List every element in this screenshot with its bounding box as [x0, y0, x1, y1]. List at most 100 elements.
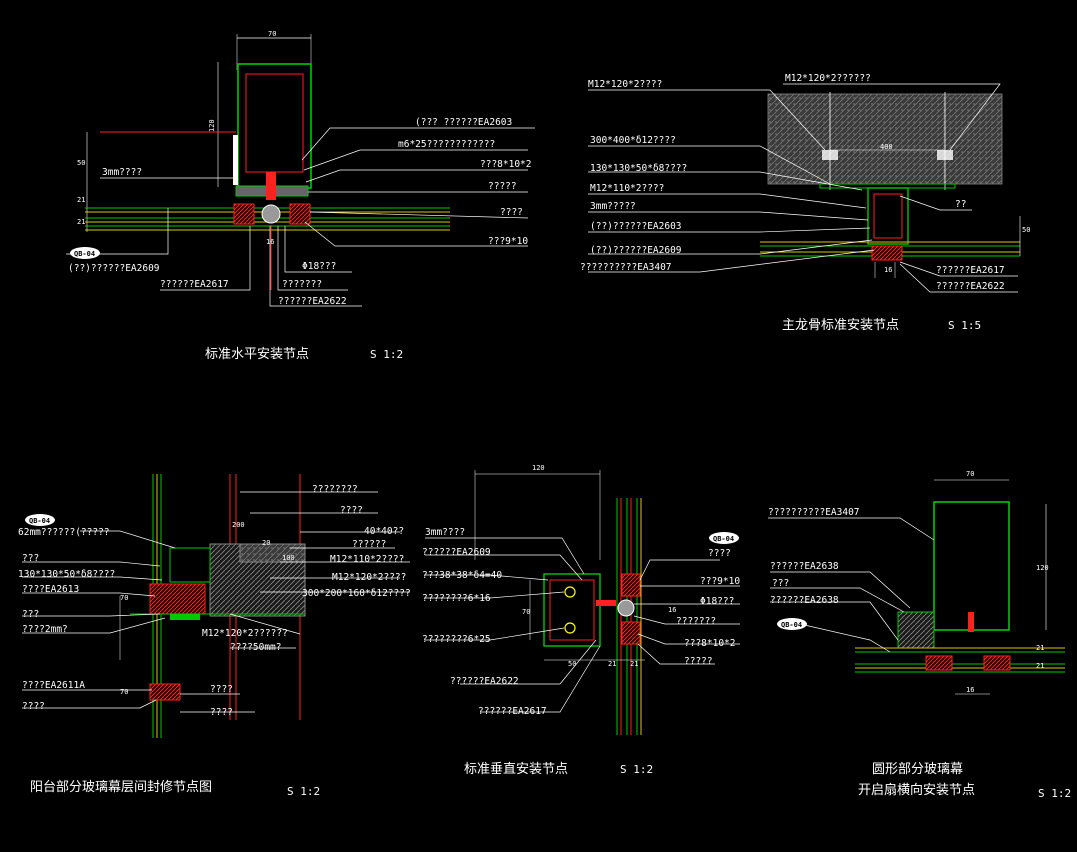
tag-text-3: QB-04 [29, 517, 50, 525]
label-2: m6*25???????????? [398, 139, 495, 150]
tag-ellipse [70, 247, 100, 259]
label-2-2: M12*120*2?????? [785, 73, 871, 84]
dim-16-v: 16 [668, 606, 676, 614]
dim-50-b: 50 [1022, 226, 1030, 234]
label-4-3: ???38*38*δ4=40 [422, 570, 502, 581]
dim-200: 200 [232, 521, 245, 529]
title-5b: 开启扇横向安装节点 [858, 782, 975, 798]
title-4: 标准垂直安装节点 [464, 762, 568, 777]
label-4-4: ????????6*16 [422, 593, 491, 604]
label-3-9: ???????? [312, 484, 358, 495]
label-3-7: ????EA2611A [22, 680, 85, 691]
label-5-1: ??????????EA3407 [768, 507, 860, 518]
tag-text: QB-04 [74, 250, 95, 258]
label-3-15: 300*200*160*δ12???? [302, 588, 411, 599]
dim-50: 50 [77, 159, 85, 167]
scale-4: S 1:2 [620, 763, 653, 776]
label-2-12: ??????EA2622 [936, 281, 1005, 292]
label-3-17: ????50mm? [230, 642, 281, 653]
label-3-19: ???? [210, 707, 233, 718]
label-2-7: (??)??????EA2603 [590, 221, 682, 232]
label-2-6: 3mm????? [590, 201, 636, 212]
label-2-9: ??????????EA3407 [580, 262, 672, 273]
label-2-4: 130*130*50*δ8???? [590, 163, 687, 174]
label-4-11: ??????? [676, 616, 716, 627]
label-4-6: ??????EA2622 [450, 676, 519, 687]
dim-70-c: 70 [966, 470, 974, 478]
dim-50-v: 50 [568, 660, 576, 668]
label-4-7: ??????EA2617 [478, 706, 547, 717]
label-5-4: ??????EA2638 [770, 595, 839, 606]
dim-21b-c: 21 [1036, 662, 1044, 670]
label-5-3: ??? [772, 578, 789, 589]
label-3-10: ???? [340, 505, 363, 516]
label-3-18: ???? [210, 684, 233, 695]
label-3-2: ??? [22, 553, 39, 564]
label-4-8: ???? [708, 548, 731, 559]
dim-21a: 21 [77, 196, 85, 204]
detail-balcony: 70 70 200 20 100 QB-04 62mm? [18, 474, 411, 798]
label-3-14: M12*120*2???? [332, 572, 406, 583]
label-1: (??? ??????EA2603 [415, 117, 512, 128]
label-7: (??)??????EA2609 [68, 263, 160, 274]
label-4-9: ???9*10 [700, 576, 740, 587]
label-3-8: ???? [22, 701, 45, 712]
dim-side: 120 [208, 119, 216, 132]
dim-top: 70 [268, 30, 276, 38]
dim-70-a: 70 [120, 594, 128, 602]
dim-120-c: 120 [1036, 564, 1049, 572]
label-6: ???9*10 [488, 236, 528, 247]
label-4-2: ??????EA2609 [422, 547, 491, 558]
scale-1: S 1:2 [370, 348, 403, 361]
label-12: 3mm???? [102, 167, 142, 178]
title-5a: 圆形部分玻璃幕 [872, 762, 963, 777]
label-5-2: ??????EA2638 [770, 561, 839, 572]
label-8: ??????EA2617 [160, 279, 229, 290]
dim-20: 20 [262, 539, 270, 547]
label-3-16: M12*120*2?????? [202, 628, 288, 639]
label-9: Φ18??? [302, 261, 336, 272]
label-3-13: M12*110*2???? [330, 554, 404, 565]
label-3: ???8*10*2 [480, 159, 531, 170]
dim-21b: 21 [77, 218, 85, 226]
detail-main-keel: 400 50 16 M [580, 73, 1030, 333]
tag-text-5: QB-04 [781, 621, 802, 629]
scale-5: S 1:2 [1038, 787, 1071, 800]
scale-2: S 1:5 [948, 319, 981, 332]
title-2: 主龙骨标准安装节点 [782, 318, 899, 333]
dim-70-b: 70 [120, 688, 128, 696]
scale-3: S 1:2 [287, 785, 320, 798]
label-2-11: ??????EA2617 [936, 265, 1005, 276]
dim-16-c: 16 [966, 686, 974, 694]
label-2-1: M12*120*2???? [588, 79, 662, 90]
label-2-5: M12*110*2???? [590, 183, 664, 194]
label-4-10: Φ18??? [700, 596, 734, 607]
label-2-3: 300*400*δ12???? [590, 135, 676, 146]
tag-ellipse-5 [777, 618, 807, 630]
label-3-5: ??? [22, 609, 39, 620]
dim-16-b: 16 [884, 266, 892, 274]
dim-70-v: 70 [522, 608, 530, 616]
label-2-10: ?? [955, 199, 966, 210]
dim-21a-v: 21 [608, 660, 616, 668]
label-3-3: 130*130*50*δ8???? [18, 569, 115, 580]
tag-text-4: QB-04 [713, 535, 734, 543]
detail-horizontal-standard: 70 120 50 21 21 16 [66, 30, 535, 362]
dim-100: 100 [282, 554, 295, 562]
label-4-1: 3mm???? [425, 527, 465, 538]
tag-ellipse-4 [709, 532, 739, 544]
title-3: 阳台部分玻璃幕层间封修节点图 [30, 780, 212, 795]
title-1: 标准水平安装节点 [205, 347, 309, 362]
label-2-8: (??)??????EA2609 [590, 245, 682, 256]
label-5: ???? [500, 207, 523, 218]
detail-vertical-standard: 120 70 50 21 21 16 [422, 464, 740, 777]
dim-400: 400 [880, 143, 893, 151]
tag-ellipse-3 [25, 514, 55, 526]
label-3-6: ????2mm? [22, 624, 68, 635]
dim-120: 120 [532, 464, 545, 472]
label-10: ??????? [282, 279, 322, 290]
label-4: ????? [488, 181, 517, 192]
dim-21b-v: 21 [630, 660, 638, 668]
